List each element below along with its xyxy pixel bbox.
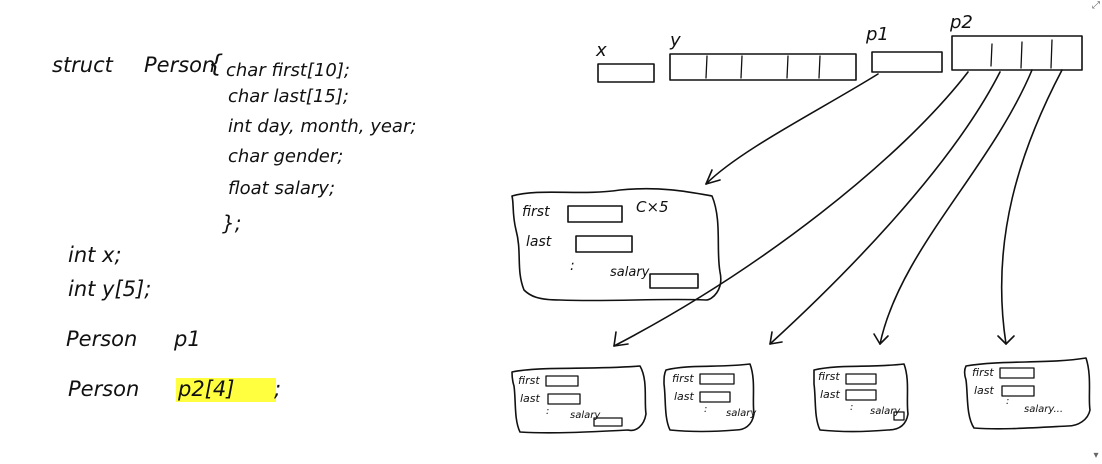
p2-struct-2: first last : salary — [813, 363, 909, 433]
struct-close: }; — [222, 211, 241, 235]
field-date: int day, month, year; — [228, 116, 416, 137]
p1-box — [871, 51, 943, 73]
p2-dots: : — [546, 406, 549, 417]
field-first: char first[10]; — [226, 60, 350, 81]
field-gender: char gender; — [228, 146, 343, 167]
decl-y: int y[5]; — [68, 277, 151, 301]
memory-row: x y p1 p2 — [595, 12, 1083, 83]
expand-icon[interactable]: ⤢ — [1092, 0, 1100, 11]
p2-last-label: last — [520, 392, 541, 405]
p2-struct-outline — [663, 363, 755, 433]
variable-declarations: int x; int y[5]; Person p1 Person p2[4] … — [66, 243, 281, 402]
p2-arrowhead-0 — [613, 331, 629, 347]
p2-array-cells — [990, 39, 1053, 69]
p1-dots: : — [570, 258, 575, 274]
p2-dots: : — [704, 404, 707, 415]
p1-salary-label: salary — [610, 265, 650, 280]
label-p1: p1 — [865, 24, 889, 45]
p2-first-label: first — [518, 374, 540, 387]
p2-last-field — [699, 391, 731, 403]
p2-arrowhead-3 — [997, 335, 1015, 345]
decl-p2-type: Person — [68, 377, 139, 401]
p1-arrow — [705, 73, 879, 185]
label-y: y — [669, 30, 681, 51]
p1-last-field — [575, 235, 633, 253]
p2-struct-3: first last : salary... — [963, 357, 1091, 430]
p2-salary-label: salary... — [1024, 404, 1063, 415]
p2-cell-divider — [1050, 39, 1053, 69]
p2-dots: : — [1006, 396, 1009, 407]
decl-p2-semicolon: ; — [274, 377, 281, 401]
p2-first-field — [845, 373, 877, 385]
label-p2: p2 — [949, 12, 973, 33]
p2-salary-field — [593, 417, 623, 427]
p2-arrow-3 — [1000, 69, 1063, 345]
p2-dots: : — [850, 402, 853, 413]
struct-open-brace: { — [208, 50, 223, 78]
y-array-box — [669, 53, 857, 81]
pointer-arrows — [613, 69, 1063, 347]
x-box — [597, 63, 655, 83]
struct-name: Person — [144, 53, 215, 77]
p2-highlight — [176, 378, 276, 402]
p2-first-field — [999, 367, 1035, 379]
p1-first-label: first — [522, 204, 550, 220]
p2-arrowhead-2 — [873, 333, 889, 345]
y-cell-divider — [786, 55, 789, 79]
p1-first-field — [567, 205, 623, 223]
p1-annotation: C×5 — [636, 198, 669, 216]
p2-salary-label: salary — [726, 408, 757, 419]
p2-first-field — [699, 373, 735, 385]
p2-struct-1: first last : salary — [663, 363, 757, 433]
decl-p2-name: p2[4] — [177, 377, 234, 401]
decl-p1-name: p1 — [173, 327, 201, 351]
p2-struct-outline — [963, 357, 1091, 430]
p2-first-label: first — [972, 366, 994, 379]
y-cell-divider — [818, 55, 821, 79]
struct-keyword: struct — [52, 53, 114, 77]
p2-last-label: last — [674, 390, 695, 403]
p2-arrow-2 — [879, 69, 1033, 345]
p2-last-label: last — [974, 384, 995, 397]
label-x: x — [595, 40, 607, 61]
field-salary: float salary; — [228, 178, 335, 199]
decl-p1-type: Person — [66, 327, 137, 351]
p2-struct-outline — [511, 365, 647, 434]
p2-arrowhead-1 — [769, 331, 783, 345]
p2-last-label: last — [820, 388, 841, 401]
p1-struct-outline — [511, 187, 722, 302]
p2-first-label: first — [818, 370, 840, 383]
p2-cell-divider — [1020, 41, 1023, 69]
y-cell-divider — [740, 55, 743, 79]
p2-array-box — [951, 35, 1083, 71]
p2-salary-field — [893, 411, 905, 421]
y-array-cells — [705, 55, 821, 79]
p2-struct-0: first last : salary — [511, 365, 647, 434]
field-last: char last[15]; — [228, 86, 349, 107]
p1-salary-field — [649, 273, 699, 289]
p2-last-field — [547, 393, 581, 405]
p2-cell-divider — [990, 43, 993, 67]
p1-struct-detail: first C×5 last : salary — [511, 187, 722, 302]
scroll-down-icon[interactable]: ▾ — [1093, 450, 1099, 461]
p2-first-field — [545, 375, 579, 387]
p2-struct-outline — [813, 363, 909, 433]
p2-last-field — [1001, 385, 1035, 397]
p1-last-label: last — [526, 234, 552, 250]
struct-definition: struct Person { char first[10]; char las… — [52, 50, 416, 235]
y-cell-divider — [705, 55, 708, 79]
p2-salary-label: salary — [570, 410, 601, 421]
p1-arrowhead — [705, 169, 721, 185]
p2-last-field — [845, 389, 877, 401]
decl-x: int x; — [68, 243, 122, 267]
p2-salary-label: salary — [870, 406, 901, 417]
p2-first-label: first — [672, 372, 694, 385]
p2-arrow-1 — [769, 71, 1001, 345]
p2-arrow-0 — [613, 71, 969, 347]
